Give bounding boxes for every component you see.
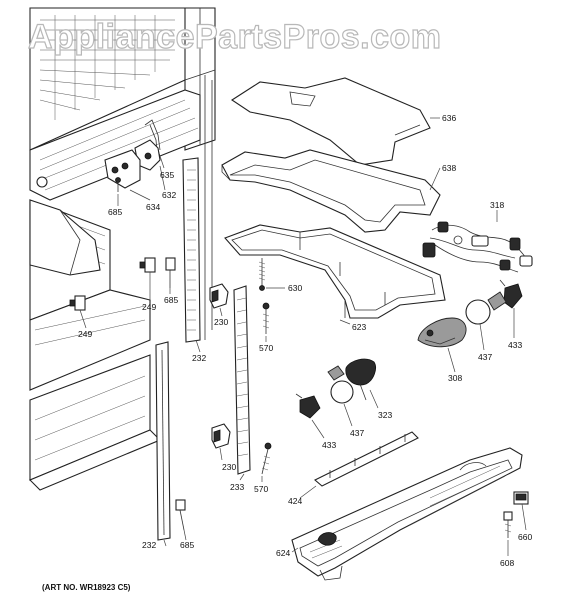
leader-437b (343, 403, 353, 427)
part-623-housing (224, 224, 446, 319)
leader-232a (195, 339, 201, 353)
leader-632 (159, 165, 166, 191)
callout-638: 638 (442, 163, 456, 173)
part-323-lamp-socket (345, 358, 376, 401)
leader-624 (291, 547, 299, 553)
callout-685-c: 685 (180, 540, 194, 550)
callout-660: 660 (518, 532, 532, 542)
part-636-cover (230, 77, 431, 166)
part-232-rail-upper (182, 157, 201, 343)
callout-433-a: 433 (508, 340, 522, 350)
part-624-tray (291, 447, 523, 581)
callout-437-b: 437 (350, 428, 364, 438)
part-634-lamp-holder (104, 149, 141, 189)
part-424-shaft (314, 431, 419, 487)
part-308-lamp-cover (417, 317, 467, 348)
callout-623: 623 (352, 322, 366, 332)
callout-249-b: 249 (78, 329, 92, 339)
part-570-screw-a (262, 302, 270, 334)
callout-632: 632 (162, 190, 176, 200)
watermark-text: AppliancePartsPros.com (28, 18, 441, 56)
part-318-wire-harness (422, 221, 533, 273)
callout-608: 608 (500, 558, 514, 568)
leader-660 (521, 503, 527, 531)
callout-685-b: 685 (164, 295, 178, 305)
callout-230-b: 230 (222, 462, 236, 472)
callout-232-a: 232 (192, 353, 206, 363)
part-433-socket-b (295, 393, 321, 419)
callout-635: 635 (160, 170, 174, 180)
part-570-screw-b (261, 442, 272, 475)
leader-230a (219, 307, 223, 317)
callout-230-a: 230 (214, 317, 228, 327)
leader-230b (219, 447, 223, 461)
callout-437-a: 437 (478, 352, 492, 362)
part-660-bracket (513, 491, 529, 505)
part-233-rail (233, 285, 251, 475)
part-437-bulb-b (327, 365, 354, 404)
callout-424: 424 (288, 496, 302, 506)
leader-249b (79, 309, 87, 329)
part-685-screw-b (165, 257, 176, 288)
callout-634: 634 (146, 202, 160, 212)
part-685-screw-c (175, 499, 186, 531)
art-number: (ART NO. WR18923 C5) (42, 583, 131, 592)
part-685-screw-a (115, 177, 121, 192)
part-630-screw (258, 258, 266, 291)
leader-232b (163, 539, 167, 547)
callout-630: 630 (288, 283, 302, 293)
callout-233: 233 (230, 482, 244, 492)
callout-570-a: 570 (259, 343, 273, 353)
part-249-clip-a (139, 257, 156, 273)
callout-232-b: 232 (142, 540, 156, 550)
leader-323 (369, 389, 379, 409)
leader-685c (183, 529, 187, 541)
part-608-screw (503, 511, 513, 538)
refrigerator-cabinet (29, 7, 216, 491)
part-230-bracket-b (211, 423, 231, 449)
callout-433-b: 433 (322, 440, 336, 450)
part-230-bracket-a (209, 283, 229, 309)
leader-634 (129, 189, 151, 201)
part-232-rail-lower (155, 341, 171, 541)
leader-437a (479, 323, 485, 351)
leader-424 (299, 485, 317, 499)
part-437-bulb-a (465, 291, 507, 325)
leader-638 (429, 167, 441, 191)
part-638-insulation (221, 149, 441, 233)
leader-308 (447, 347, 456, 373)
callout-318: 318 (490, 200, 504, 210)
callout-249-a: 249 (142, 302, 156, 312)
callout-308: 308 (448, 373, 462, 383)
leader-233 (239, 473, 245, 481)
part-632-socket (134, 139, 161, 171)
callout-624: 624 (276, 548, 290, 558)
callout-570-b: 570 (254, 484, 268, 494)
callout-685-a: 685 (108, 207, 122, 217)
callout-323: 323 (378, 410, 392, 420)
callout-636: 636 (442, 113, 456, 123)
leader-433b (311, 419, 325, 439)
leader-623 (339, 319, 351, 325)
